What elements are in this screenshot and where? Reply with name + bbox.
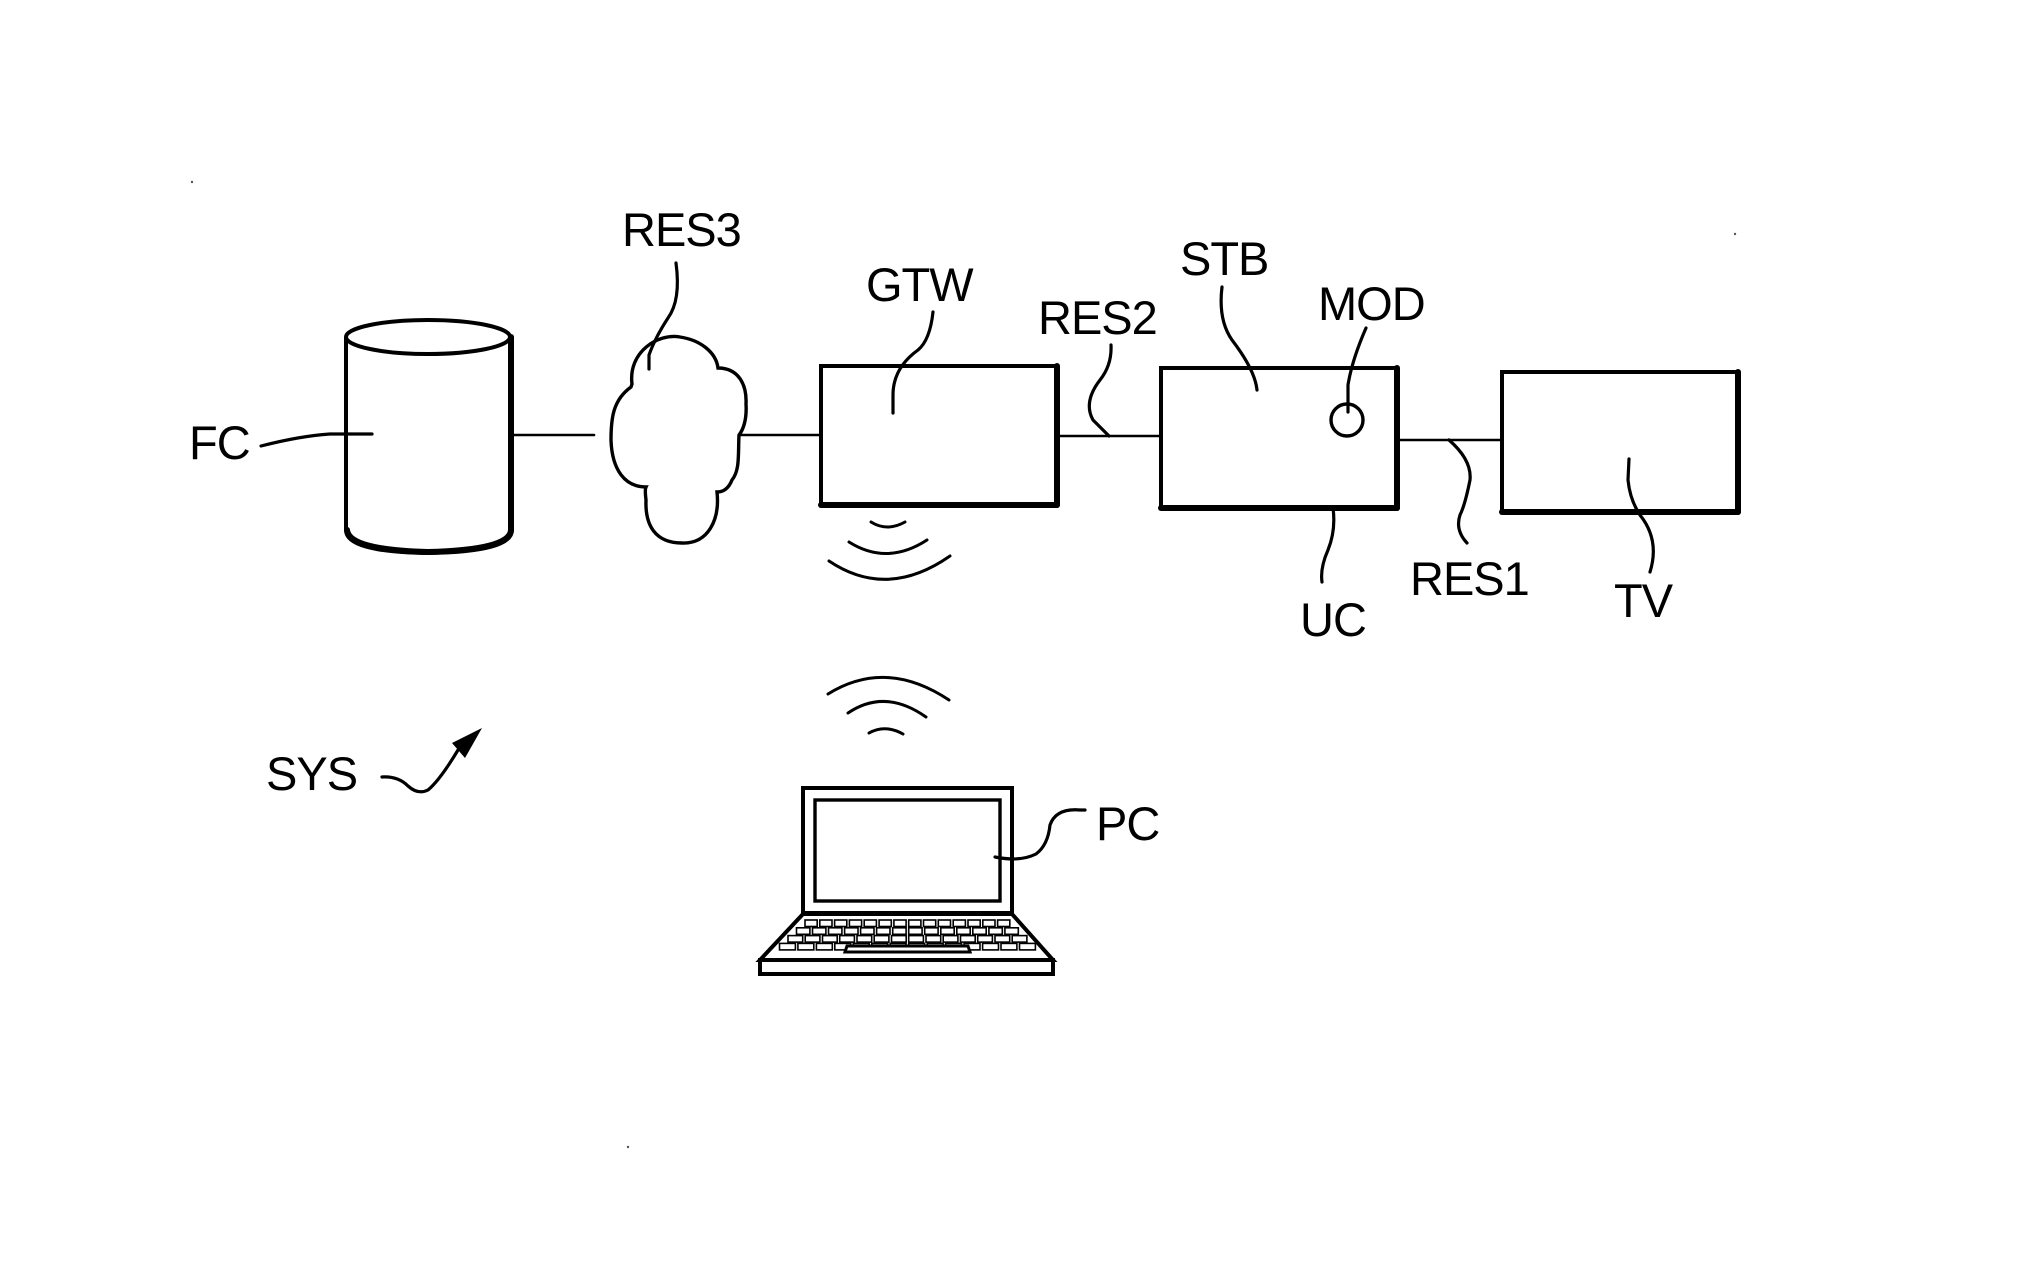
signal-arc-icon [827,554,952,581]
res1-leader [1447,438,1472,545]
keyboard-key [821,934,838,943]
keyboard-key [971,926,987,936]
scan-speck [190,180,194,184]
keyboard-key [833,919,848,928]
keyboard-key [967,919,981,928]
keyboard-key [988,926,1004,936]
scan-speck [1733,232,1737,236]
signal-arc-icon [847,538,929,555]
keyboard-key [818,919,833,928]
pc-laptop-icon [755,786,1058,976]
keyboard-key [893,919,907,928]
keyboard-key [787,934,804,943]
keyboard-key [815,942,834,951]
keyboard-key [873,934,890,943]
wifi-signal-gtw [827,520,952,581]
res2-leader [1087,343,1113,438]
keyboard-key [925,934,942,943]
stb-leader [1219,285,1259,392]
label-res2: RES2 [1038,291,1157,344]
cylinder-body [344,337,514,556]
label-fc: FC [189,416,250,469]
keyboard-key [942,934,959,943]
keyboard-key [843,926,859,936]
keyboard-key [952,919,967,928]
keyboard-key [848,919,863,928]
keyboard-key [891,926,907,936]
fc-leader [259,432,374,448]
keyboard-key [981,919,996,928]
keyboard-key [996,919,1011,928]
keyboard-key [859,926,875,936]
keyboard-key [856,934,873,943]
keyboard-key [811,926,827,936]
keyboard-key [976,934,994,943]
laptop-keyboard [778,919,1037,951]
signal-arc-icon [846,700,928,719]
label-sys: SYS [266,747,357,800]
label-res1: RES1 [1410,552,1529,605]
gtw-box [818,363,1060,508]
cylinder-base-shadow [344,527,514,555]
keyboard-key [827,926,843,936]
keyboard-key [994,934,1011,943]
keyboard-key [907,934,925,943]
res3-cloud [609,334,748,545]
keyboard-key [1018,942,1037,951]
keyboard-key [804,919,818,928]
label-tv: TV [1614,574,1674,627]
keyboard-key [838,934,856,943]
keyboard-key [955,926,971,936]
keyboard-key [907,926,923,936]
uc-leader [1320,506,1336,584]
laptop-trackpad [842,944,973,954]
fc-cylinder [344,318,514,556]
stb-box [1158,365,1400,511]
keyboard-key [1004,926,1020,936]
mod-leader [1346,326,1368,414]
keyboard-key [937,919,952,928]
keyboard-key [804,934,821,943]
laptop-screen [813,798,1002,903]
keyboard-key [1011,934,1028,943]
label-mod: MOD [1318,277,1425,330]
laptop-front-edge [758,958,1055,976]
keyboard-key [890,934,907,943]
scan-speck [626,1145,630,1149]
tv-box [1499,369,1741,515]
keyboard-key [959,934,976,943]
gtw-leader [891,310,935,415]
keyboard-key [922,919,937,928]
keyboard-key [778,942,797,951]
label-gtw: GTW [866,258,974,311]
label-res3: RES3 [622,203,741,256]
keyboard-key [795,926,811,936]
pc-leader [993,808,1087,861]
signal-arc-icon [869,520,907,529]
sys-arrow-shaft [380,748,460,794]
wifi-signal-pc [826,676,951,736]
label-uc: UC [1300,593,1366,646]
label-stb: STB [1180,232,1268,285]
keyboard-key [878,919,893,928]
res3-leader [647,261,679,371]
tv-leader [1626,457,1655,574]
cylinder-top [344,318,512,356]
keyboard-key [907,919,922,928]
keyboard-key [863,919,878,928]
label-pc: PC [1096,797,1159,850]
signal-arc-icon [826,676,951,702]
keyboard-key [1000,942,1018,951]
sys-arrow-head-icon [452,728,482,758]
keyboard-key [981,942,1000,951]
keyboard-key [875,926,891,936]
keyboard-key [797,942,815,951]
keyboard-key [923,926,939,936]
signal-arc-icon [867,727,905,736]
keyboard-key [939,926,955,936]
